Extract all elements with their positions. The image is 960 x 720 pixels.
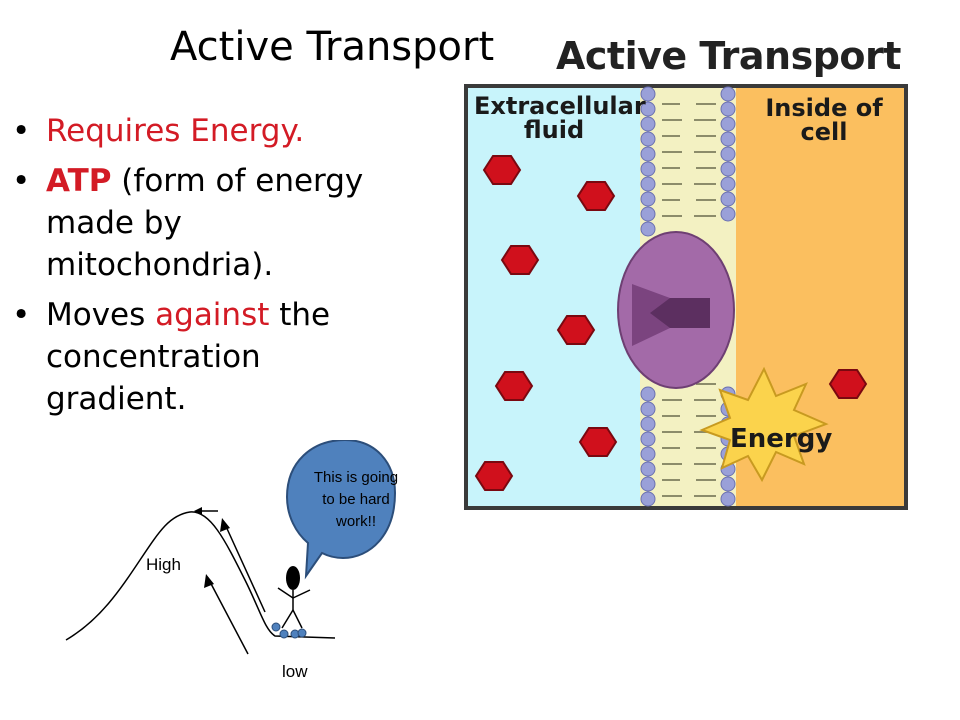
- bullet-against-keyword: against: [155, 297, 270, 333]
- arrow-head-icon: [194, 507, 202, 515]
- energy-star-icon: [699, 366, 829, 483]
- phospholipid-head: [720, 476, 736, 492]
- bullet-requires-energy: • Requires Energy.: [12, 110, 402, 152]
- phospholipid-head: [720, 131, 736, 147]
- solute-molecule-icon: [578, 427, 618, 457]
- solute-molecules: [474, 155, 868, 491]
- stick-figure-arm: [277, 587, 294, 599]
- phospholipid-head: [720, 101, 736, 117]
- phospholipid-head: [640, 101, 656, 117]
- phospholipid-head: [640, 461, 656, 477]
- phospholipid-head: [720, 146, 736, 162]
- phospholipid-head: [640, 431, 656, 447]
- arrow-head-icon: [204, 574, 214, 588]
- solute-molecule-icon: [482, 155, 522, 185]
- hill-outline: [65, 511, 336, 641]
- phospholipid-head: [640, 401, 656, 417]
- low-label: low: [282, 662, 308, 681]
- high-label: High: [146, 555, 181, 574]
- solute-molecule-icon: [474, 461, 514, 491]
- slide-title: Active Transport: [170, 24, 495, 70]
- bullet-gradient: • Moves against the concentration gradie…: [12, 294, 402, 420]
- phospholipid-head: [720, 206, 736, 222]
- inside-cell-label: Inside of cell: [765, 94, 883, 146]
- extracellular-label-line1: Extracellular: [474, 92, 646, 120]
- speech-bubble-text: This is going to be hard work!!: [313, 469, 399, 530]
- bullet-text: Requires Energy.: [46, 113, 305, 149]
- solute-molecule-icon: [494, 371, 534, 401]
- bullet-atp-keyword: ATP: [46, 163, 112, 199]
- bullet-text: Moves: [46, 297, 156, 333]
- solute-molecule-icon: [576, 181, 616, 211]
- phospholipid-head: [720, 491, 736, 507]
- speech-bubble: [285, 440, 397, 580]
- phospholipid-head: [720, 116, 736, 132]
- bullet-text: the concentration gradient.: [46, 297, 331, 417]
- phospholipid-head: [640, 491, 656, 507]
- phospholipid-head: [640, 86, 656, 102]
- phospholipid-head: [640, 116, 656, 132]
- phospholipid-head: [640, 476, 656, 492]
- membrane-illustration: [464, 84, 908, 510]
- phospholipid-head: [640, 446, 656, 462]
- extracellular-label-line2: fluid: [523, 116, 585, 144]
- phospholipid-head: [640, 191, 656, 207]
- solute-molecule-icon: [556, 315, 596, 345]
- cell-membrane-diagram: Extracellular fluid Inside of cell Energ…: [464, 84, 908, 510]
- stick-figure-leg: [281, 609, 294, 629]
- transport-protein: [617, 231, 735, 389]
- extracellular-label: Extracellular fluid: [474, 92, 646, 144]
- phospholipid-head: [640, 206, 656, 222]
- bullet-dot: •: [12, 113, 31, 149]
- bullet-list: • Requires Energy. • ATP (form of energy…: [12, 110, 402, 428]
- arrow-head-icon: [220, 518, 230, 532]
- phospholipid-head: [640, 161, 656, 177]
- bullet-dot: •: [12, 297, 31, 333]
- molecule-balls: [271, 622, 307, 639]
- phospholipid-head: [640, 386, 656, 402]
- uphill-arrow-1: [223, 521, 266, 613]
- phospholipid-head: [720, 161, 736, 177]
- diagram-title: Active Transport: [556, 34, 901, 78]
- phospholipid-head: [640, 176, 656, 192]
- phospholipid-head: [640, 146, 656, 162]
- phospholipid-head: [640, 221, 656, 237]
- phospholipid-head: [720, 191, 736, 207]
- stick-figure-head: [286, 566, 300, 590]
- phospholipid-head: [720, 86, 736, 102]
- phospholipid-head: [720, 176, 736, 192]
- hill-illustration: [65, 440, 397, 655]
- solute-molecule-icon: [828, 369, 868, 399]
- bullet-atp: • ATP (form of energy made by mitochondr…: [12, 160, 402, 286]
- stick-figure-arm: [292, 589, 311, 599]
- bullet-text: (form of energy made by mitochondria).: [46, 163, 364, 283]
- solute-molecule-icon: [500, 245, 540, 275]
- phospholipid-head: [640, 131, 656, 147]
- energy-label: Energy: [730, 424, 833, 454]
- stick-figure-leg: [292, 609, 303, 629]
- phospholipid-head: [640, 416, 656, 432]
- uphill-arrow-2: [207, 577, 249, 655]
- bullet-dot: •: [12, 163, 31, 199]
